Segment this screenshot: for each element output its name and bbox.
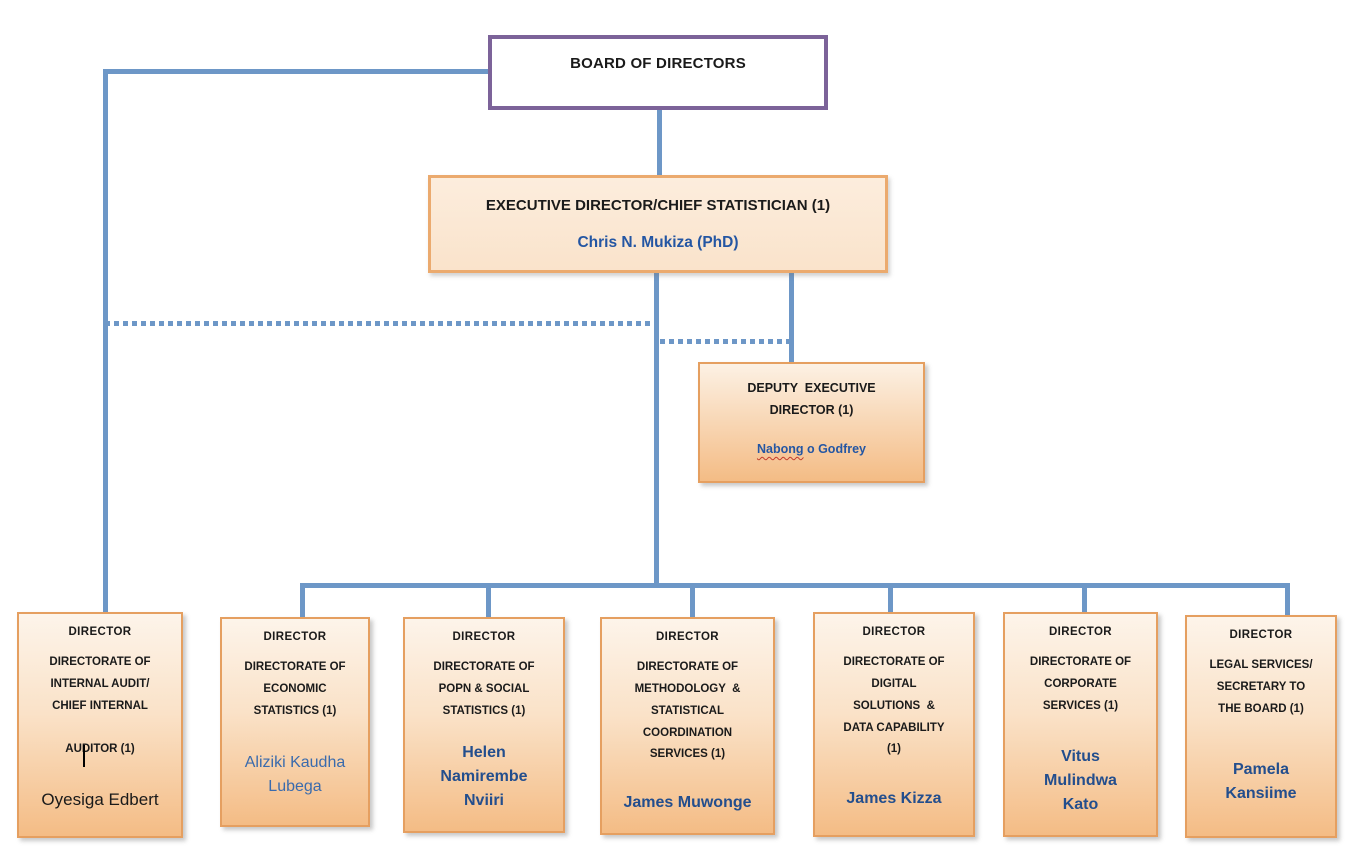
- deputy-name-rest: o Godfrey: [803, 441, 867, 456]
- director-name: Aliziki Kaudha Lubega: [244, 754, 346, 795]
- deputy-name: Nabong o Godfrey: [757, 442, 866, 456]
- board-of-directors-box: BOARD OF DIRECTORS: [488, 35, 828, 110]
- director-corporate-services-box: DIRECTOR DIRECTORATE OF CORPORATE SERVIC…: [1003, 612, 1158, 837]
- connector-drop-popn: [486, 583, 491, 617]
- deputy-name-misspelled: Nabong: [756, 441, 804, 456]
- connector-drop-legal: [1285, 583, 1290, 616]
- director-economic-statistics-box: DIRECTOR DIRECTORATE OF ECONOMIC STATIST…: [220, 617, 370, 827]
- director-name: Pamela Kansiime: [1225, 761, 1297, 802]
- director-role: DIRECTOR: [1229, 629, 1293, 641]
- directorate-label: DIRECTORATE OF METHODOLOGY & STATISTICAL…: [634, 661, 741, 761]
- director-methodology-box: DIRECTOR DIRECTORATE OF METHODOLOGY & ST…: [600, 617, 775, 835]
- director-legal-services-box: DIRECTOR LEGAL SERVICES/ SECRETARY TO TH…: [1185, 615, 1337, 838]
- director-name: James Kizza: [846, 790, 942, 807]
- connector-left-vertical: [103, 69, 108, 615]
- connector-exec-to-row: [654, 272, 659, 588]
- connector-board-to-left: [103, 69, 490, 74]
- director-internal-audit-box: DIRECTOR DIRECTORATE OF INTERNAL AUDIT/ …: [17, 612, 183, 838]
- director-role: DIRECTOR: [655, 631, 720, 643]
- director-name: Helen Namirembe Nviiri: [440, 744, 528, 809]
- director-name: Vitus Mulindwa Kato: [1044, 748, 1117, 813]
- director-name: James Muwonge: [623, 794, 752, 811]
- connector-drop-methodology: [690, 583, 695, 617]
- director-role: DIRECTOR: [862, 626, 926, 638]
- connector-exec-to-deputy: [789, 272, 794, 364]
- text-cursor: [83, 745, 85, 767]
- deputy-title: DEPUTY EXECUTIVE DIRECTOR (1): [747, 381, 876, 417]
- connector-board-to-exec: [657, 108, 662, 176]
- director-role: DIRECTOR: [452, 631, 516, 643]
- directorate-label: DIRECTORATE OF ECONOMIC STATISTICS (1): [244, 661, 346, 717]
- director-role: DIRECTOR: [68, 626, 132, 638]
- connector-drop-corporate: [1082, 583, 1087, 613]
- directorate-label: DIRECTORATE OF POPN & SOCIAL STATISTICS …: [433, 661, 535, 717]
- director-role: DIRECTOR: [1048, 626, 1113, 638]
- connector-drop-economic: [300, 583, 305, 617]
- directorate-label: DIRECTORATE OF INTERNAL AUDIT/ CHIEF INT…: [49, 656, 151, 756]
- connector-drop-digital: [888, 583, 893, 613]
- director-role: DIRECTOR: [263, 631, 327, 643]
- director-popn-social-statistics-box: DIRECTOR DIRECTORATE OF POPN & SOCIAL ST…: [403, 617, 565, 833]
- director-name: Oyesiga Edbert: [41, 789, 159, 809]
- directorate-label: LEGAL SERVICES/ SECRETARY TO THE BOARD (…: [1209, 659, 1313, 715]
- directorate-label: DIRECTORATE OF CORPORATE SERVICES (1): [1029, 656, 1132, 712]
- directorate-label: DIRECTORATE OF DIGITAL SOLUTIONS & DATA …: [843, 656, 945, 756]
- dotted-connector-left: [105, 321, 657, 326]
- deputy-executive-director-box: DEPUTY EXECUTIVE DIRECTOR (1) Nabong o G…: [698, 362, 925, 483]
- executive-title: EXECUTIVE DIRECTOR/CHIEF STATISTICIAN (1…: [485, 196, 831, 214]
- board-title: BOARD OF DIRECTORS: [570, 55, 746, 72]
- director-digital-solutions-box: DIRECTOR DIRECTORATE OF DIGITAL SOLUTION…: [813, 612, 975, 837]
- executive-director-box: EXECUTIVE DIRECTOR/CHIEF STATISTICIAN (1…: [428, 175, 888, 273]
- dotted-connector-right: [660, 339, 789, 344]
- connector-row-horizontal: [300, 583, 1290, 588]
- executive-name: Chris N. Mukiza (PhD): [577, 233, 739, 251]
